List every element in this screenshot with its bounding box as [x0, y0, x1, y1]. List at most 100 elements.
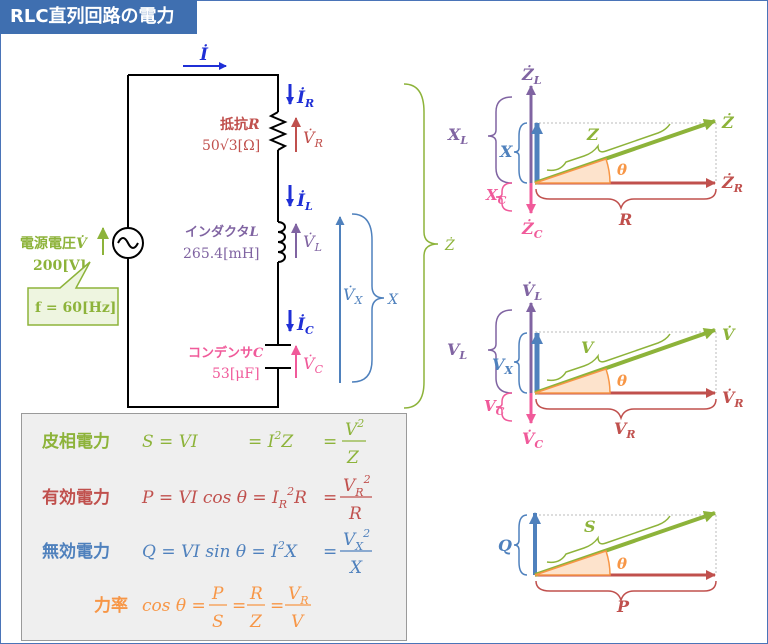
source-name: 電源電圧V̇	[20, 234, 89, 252]
apparent-power-formula: 皮相電力 S = VI = I2Z = V2 Z	[42, 417, 366, 468]
vr-label: V̇R	[722, 388, 744, 410]
s-label: S	[584, 517, 596, 536]
reactive-power-eq: =	[323, 542, 337, 562]
vc-mag-label: VC	[484, 397, 505, 418]
theta-arc	[534, 158, 611, 184]
v-label: V̇	[722, 325, 736, 344]
xl-brace	[487, 96, 513, 184]
reactive-power-label: 無効電力	[42, 541, 110, 562]
active-power-eq: =	[323, 488, 337, 508]
q-brace	[513, 514, 528, 576]
apparent-power-mid: = I2Z	[248, 429, 294, 452]
freq-callout	[27, 261, 119, 326]
xc-brace	[495, 182, 513, 212]
active-power-num: VR2	[343, 473, 371, 499]
v-mag-label: V	[581, 338, 595, 357]
vc-label: V̇C	[303, 354, 324, 376]
z-brace-label: Ż	[444, 236, 455, 254]
theta-label: θ	[617, 161, 627, 179]
resistor-value: 50√3[Ω]	[202, 138, 260, 154]
vx-label: V̇X	[343, 285, 364, 307]
theta-arc	[534, 368, 611, 394]
theta-label: θ	[617, 555, 627, 573]
q-label: Q	[498, 536, 512, 555]
zl-label: ŻL	[521, 64, 542, 87]
r-label: R	[618, 210, 632, 229]
x-small-brace	[513, 122, 528, 184]
apparent-power-den: Z	[346, 448, 360, 468]
pf-eq: =	[270, 596, 284, 616]
theta-arc	[534, 550, 611, 576]
pf-eq: =	[232, 596, 246, 616]
p-label: P	[616, 597, 630, 616]
z-brace	[403, 83, 439, 409]
apparent-power-eq: =	[323, 432, 337, 452]
vl-label: V̇L	[522, 281, 542, 303]
resistor-symbol	[268, 111, 288, 151]
z-label: Ż	[721, 112, 735, 132]
theta-label: θ	[617, 372, 627, 390]
power-diagram: Q S θ P	[498, 510, 717, 616]
pf-f2-num: R	[249, 584, 263, 604]
vc-brace	[495, 392, 513, 422]
circuit: İ 電源電圧V̇ 200[V] f = 60[Hz] İR V̇R 抵抗R 50…	[20, 44, 455, 409]
current-label: İ	[199, 44, 209, 65]
vr-label: V̇R	[303, 128, 323, 150]
circuit-wire	[127, 74, 279, 408]
active-power-den: R	[348, 504, 362, 524]
vc-label: V̇C	[522, 429, 543, 451]
reactive-power-den: X	[348, 558, 363, 578]
pf-f1-num: P	[211, 584, 224, 604]
x-brace-label: X	[387, 292, 399, 308]
pf-f3-num: VR	[288, 584, 309, 607]
ir-label: İR	[296, 87, 314, 110]
il-label: İL	[296, 190, 313, 213]
resistor-name: 抵抗R	[220, 116, 260, 133]
reactive-power-num: VX2	[343, 527, 370, 553]
x-label: X	[499, 142, 513, 161]
pf-f3-den: V	[291, 612, 305, 632]
x-brace	[351, 213, 385, 383]
freq-label: f = 60[Hz]	[35, 300, 116, 316]
v-diag-brace	[546, 333, 671, 382]
vl-mag-label: VL	[447, 340, 467, 362]
pf-f2-den: Z	[249, 612, 263, 632]
zc-label: ŻC	[521, 218, 543, 241]
inductor-value: 265.4[mH]	[183, 246, 260, 262]
impedance-diagram: ŻL XL X Z Ż θ XC ŻR ŻC R	[447, 64, 743, 241]
capacitor-value: 53[μF]	[212, 366, 260, 382]
r-brace	[535, 188, 717, 211]
power-factor-lhs: cos θ =	[142, 596, 206, 616]
ic-label: İC	[296, 314, 314, 337]
xl-label: XL	[447, 125, 468, 147]
vl-brace	[487, 309, 513, 394]
apparent-power-label: 皮相電力	[42, 431, 110, 452]
vr-brace	[535, 398, 717, 421]
formula-box	[21, 413, 407, 641]
vr-mag-label: VR	[614, 419, 636, 441]
reactive-power-lhs: Q = VI sin θ = I2X	[142, 539, 298, 562]
active-power-formula: 有効電力 P = VI cos θ = IR2R = VR2 R	[42, 473, 372, 524]
vl-label: V̇L	[303, 232, 322, 254]
vx-small-brace	[513, 332, 528, 394]
source-value: 200[V]	[33, 258, 86, 274]
reactive-power-formula: 無効電力 Q = VI sin θ = I2X = VX2 X	[42, 527, 372, 578]
apparent-power-num: V2	[345, 417, 364, 440]
formulas: 皮相電力 S = VI = I2Z = V2 Z 有効電力 P = VI cos…	[42, 417, 372, 632]
vx-label: VX	[492, 355, 513, 377]
apparent-power-lhs: S = VI	[142, 432, 198, 452]
p-brace	[535, 580, 717, 603]
active-power-lhs: P = VI cos θ = IR2R	[141, 485, 307, 511]
voltage-diagram: V̇L VL VX V V̇ θ VC V̇R V̇C VR	[447, 281, 744, 451]
active-power-label: 有効電力	[42, 487, 110, 508]
page-title: RLC直列回路の電力	[0, 0, 197, 34]
capacitor-name: コンデンサC	[188, 345, 264, 361]
inductor-symbol	[277, 221, 286, 263]
power-factor-formula: 力率 cos θ = P S = R Z = VR V	[94, 584, 311, 632]
zr-label: ŻR	[721, 172, 743, 195]
inductor-name: インダクタL	[185, 224, 259, 240]
xc-label: XC	[485, 186, 507, 207]
capacitor-symbol	[265, 344, 291, 369]
power-factor-label: 力率	[94, 595, 128, 616]
